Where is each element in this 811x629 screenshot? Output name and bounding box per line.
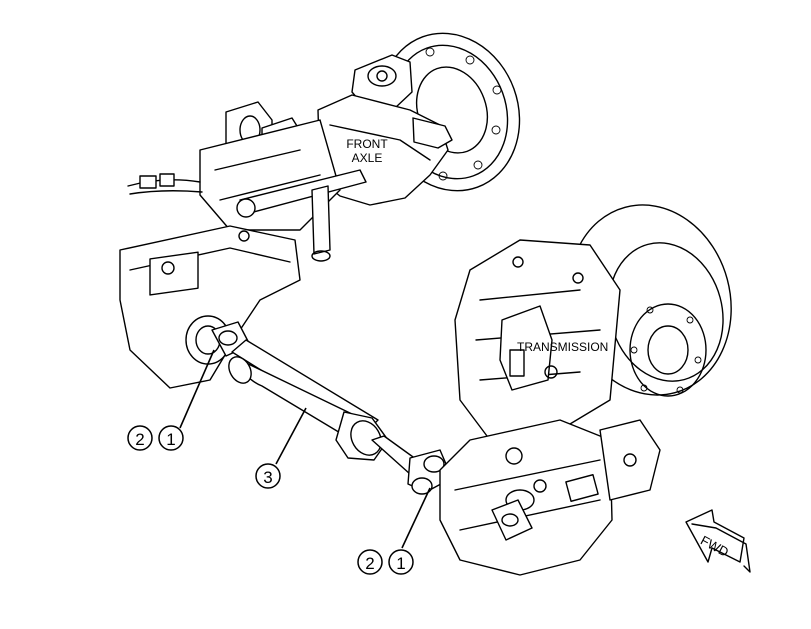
- forward-arrow-icon: FWD: [685, 509, 751, 573]
- callout-group-shaft: 3: [255, 407, 307, 489]
- callout-group-lower: 2 1: [357, 487, 431, 575]
- callout-circle: [158, 425, 184, 451]
- callout-number: 1: [166, 430, 175, 449]
- transmission-assembly: TRANSMISSION: [439, 204, 732, 576]
- callout-number: 3: [263, 468, 272, 487]
- drive-shaft: [211, 321, 453, 495]
- callout-group-upper: 2 1: [127, 349, 215, 451]
- callout-circle: [357, 549, 383, 575]
- transmission-label: TRANSMISSION: [517, 340, 608, 354]
- front-axle-assembly: FRONT AXLE: [127, 32, 521, 262]
- chassis-frame: [119, 225, 301, 389]
- callout-circle: [388, 549, 414, 575]
- callout-circle: [255, 463, 281, 489]
- front-axle-label-line2: AXLE: [352, 151, 383, 165]
- callout-number: 2: [365, 554, 374, 573]
- callout-number: 1: [396, 554, 405, 573]
- front-axle-label: FRONT: [346, 137, 388, 151]
- callout-number: 2: [135, 430, 144, 449]
- callout-circle: [127, 425, 153, 451]
